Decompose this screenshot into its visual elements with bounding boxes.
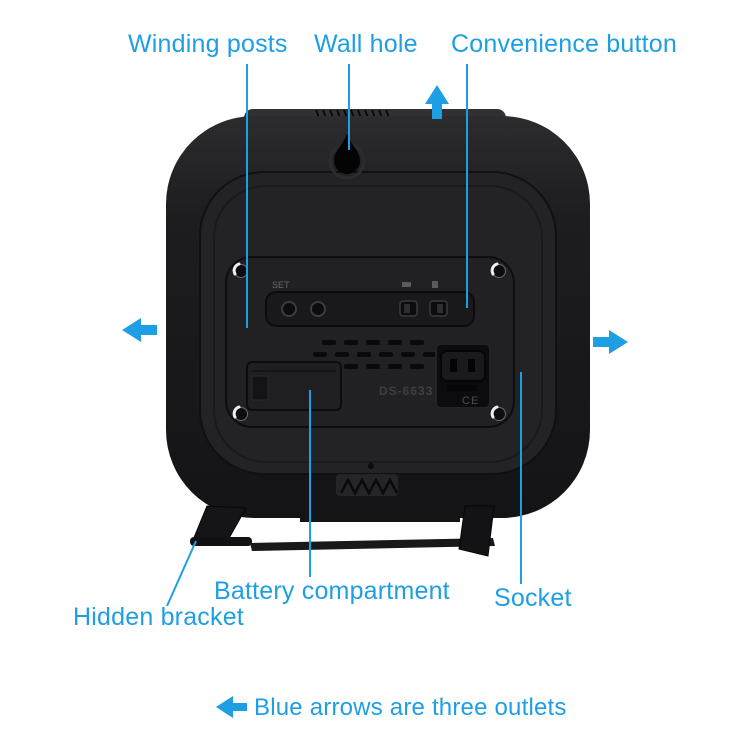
stand-bar (250, 538, 495, 551)
bottom-connector (336, 474, 399, 496)
set-label: SET (272, 280, 290, 290)
socket-label: Socket (494, 584, 572, 612)
socket-recess: CE (435, 343, 491, 409)
battery-icon (432, 281, 438, 288)
right-foot (458, 505, 495, 557)
control-recess (265, 291, 475, 327)
bottom-lip (300, 512, 460, 522)
connector-pins (339, 477, 399, 496)
screw-highlights (232, 262, 499, 419)
wall-hole-label: Wall hole (314, 30, 418, 58)
socket-pin-hole (468, 359, 475, 372)
switch-knob (437, 304, 443, 313)
legend-arrow-left-icon (216, 696, 247, 718)
winding-post-button (281, 301, 297, 317)
bottom-dot (368, 463, 374, 469)
wall-hole (334, 134, 360, 174)
winding-post-button (310, 301, 326, 317)
recess-seam (213, 185, 543, 463)
model-number: DS-6633 (379, 384, 433, 398)
hidden-bracket-leg (192, 505, 247, 541)
battery-compartment-door (246, 361, 342, 411)
switch-knob (404, 304, 410, 313)
control-strip: SET (265, 280, 475, 327)
convenience-button-label: Convenience button (451, 30, 677, 58)
hidden-bracket-line (166, 540, 197, 607)
socket-prong-bar (447, 385, 477, 391)
ce-mark: CE (462, 395, 479, 407)
outlet-arrow-right-icon (593, 330, 628, 354)
switch-icon (402, 282, 411, 287)
socket-plug (440, 350, 486, 382)
speaker-grill (313, 340, 437, 369)
alarm-clock-back: SET (166, 109, 590, 557)
bracket-foot (190, 537, 252, 546)
outlet-arrows (122, 85, 628, 718)
outlet-arrow-up-icon (425, 85, 449, 119)
socket-pin-hole (450, 359, 457, 372)
hidden-bracket-label: Hidden bracket (73, 603, 244, 631)
battery-door-latch (251, 375, 269, 401)
winding-posts-label: Winding posts (128, 30, 288, 58)
stand-and-feet (190, 505, 495, 557)
outlet-arrow-left-icon (122, 318, 157, 342)
leader-lines (166, 64, 522, 607)
battery-compartment-label: Battery compartment (214, 577, 450, 605)
legend-text: Blue arrows are three outlets (254, 694, 567, 721)
